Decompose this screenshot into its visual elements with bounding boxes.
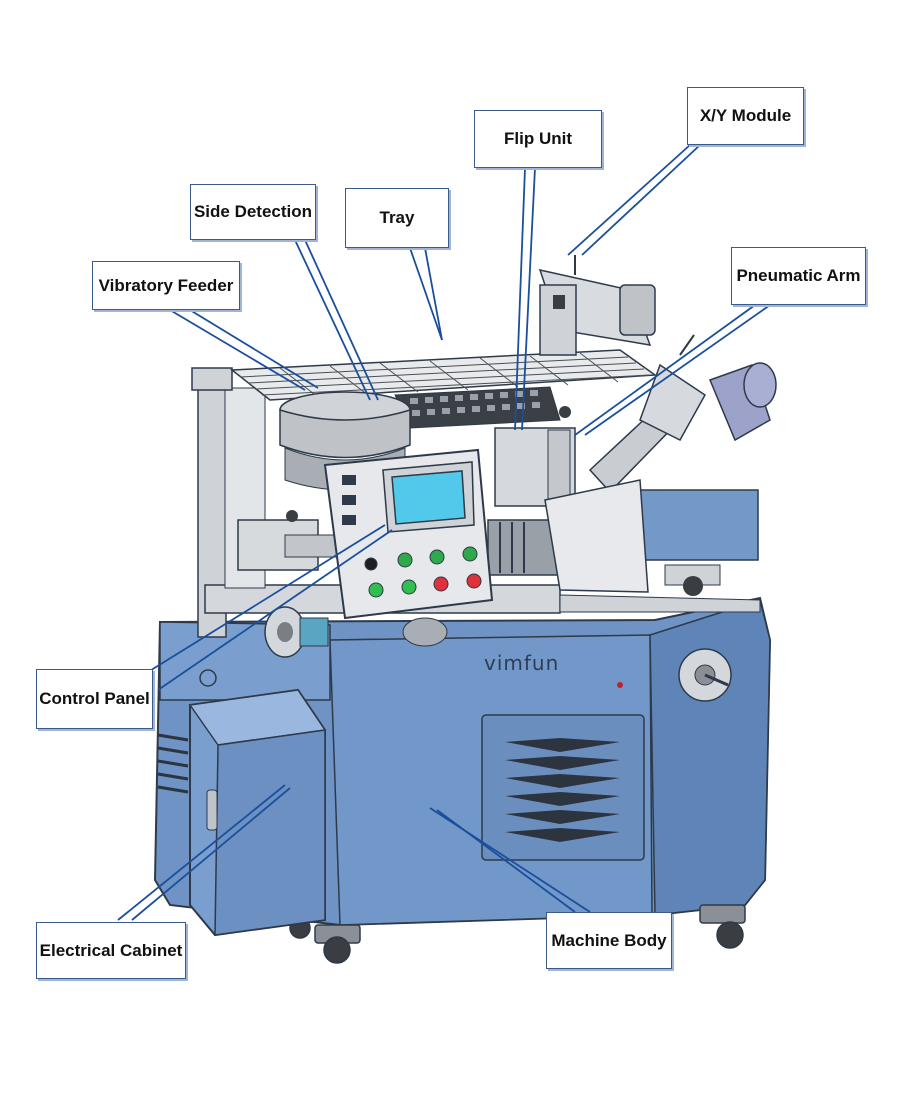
handwheel (264, 606, 329, 658)
spindle-hood (487, 479, 761, 613)
brand-logo: vimfun (484, 651, 559, 675)
label-pneumatic-arm: Pneumatic Arm (731, 247, 866, 305)
label-side-detection: Side Detection (190, 184, 316, 240)
label-xy-module: X/Y Module (687, 87, 804, 145)
label-electrical-cabinet: Electrical Cabinet (36, 922, 186, 979)
hmi-screen (391, 470, 466, 525)
pneumatic-arm (588, 334, 777, 596)
label-vibratory-feeder: Vibratory Feeder (92, 261, 240, 310)
upper-frame (191, 367, 561, 638)
control-panel (323, 448, 494, 647)
label-flip-unit: Flip Unit (474, 110, 602, 168)
electrical-cabinet (188, 688, 327, 937)
label-control-panel: Control Panel (36, 669, 153, 729)
label-machine-body: Machine Body (546, 912, 672, 969)
tray (229, 349, 658, 429)
xy-module (538, 255, 656, 356)
label-tray: Tray (345, 188, 449, 248)
leader-lines (117, 144, 771, 921)
side-cylinder (237, 510, 346, 571)
